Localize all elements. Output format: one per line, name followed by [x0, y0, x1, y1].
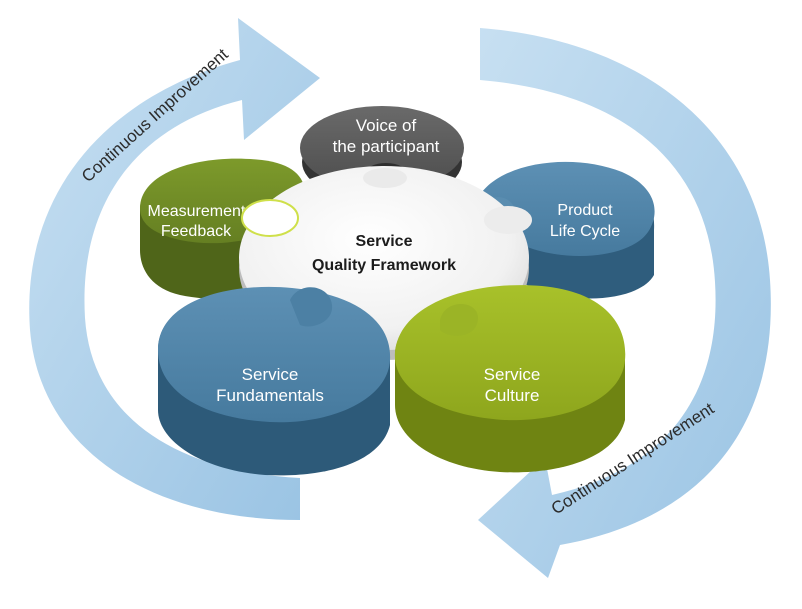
fundamentals-label-line2: Fundamentals	[216, 386, 324, 405]
piece-service-fundamentals: Service Fundamentals	[158, 286, 391, 476]
voice-label-line1: Voice of	[356, 116, 417, 135]
right-improvement-arrow	[478, 28, 771, 578]
measurement-label-line2: Feedback	[161, 223, 232, 240]
center-title-line2: Quality Framework	[312, 257, 456, 274]
measurement-label-line1: Measurement &	[148, 203, 261, 220]
culture-label-line1: Service	[484, 365, 541, 384]
left-improvement-arrow	[29, 18, 320, 520]
center-title-line1: Service	[356, 233, 413, 250]
voice-label-line2: the participant	[333, 137, 440, 156]
piece-service-culture: Service Culture	[394, 285, 626, 473]
fundamentals-label-line1: Service	[242, 365, 299, 384]
product-label-line2: Life Cycle	[550, 223, 620, 240]
product-label-line1: Product	[557, 202, 613, 219]
culture-label-line2: Culture	[485, 386, 540, 405]
